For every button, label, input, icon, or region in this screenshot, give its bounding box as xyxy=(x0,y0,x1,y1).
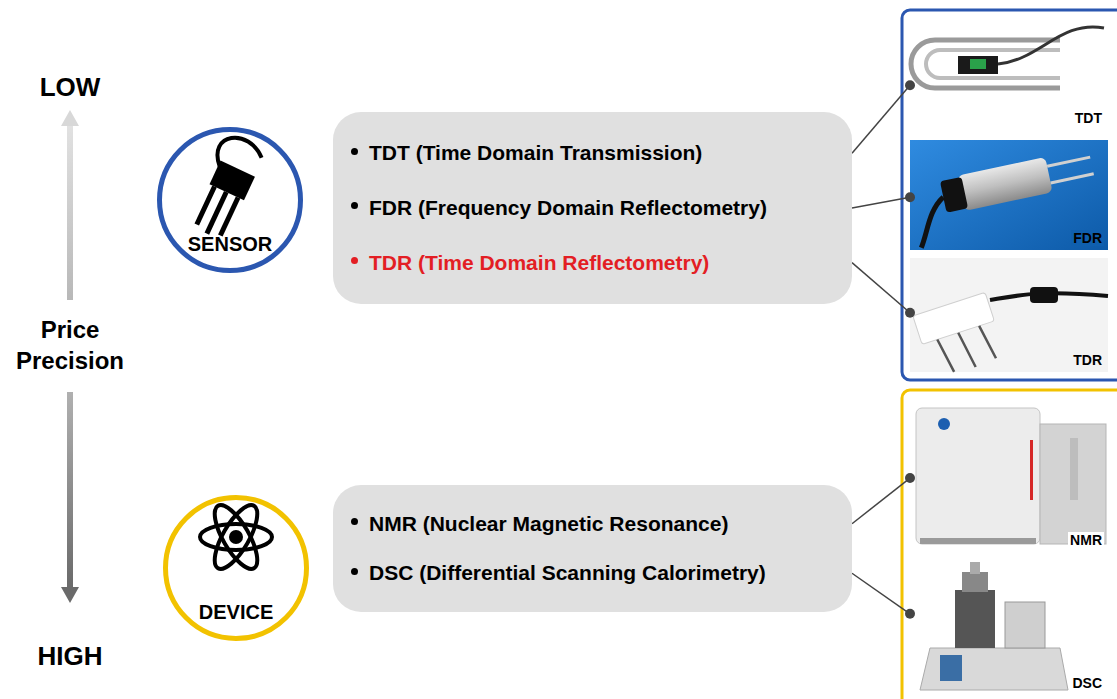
leader-line xyxy=(852,197,910,208)
leader-line xyxy=(852,478,910,524)
leader-dot xyxy=(905,80,915,90)
sensor-icon xyxy=(184,131,268,242)
method-name: DSC (Differential Scanning Calorimetry) xyxy=(369,560,766,586)
dsc-photo xyxy=(910,555,1108,695)
photo-frame: DSC xyxy=(910,555,1108,695)
device-panel xyxy=(902,390,1117,699)
tdr-photo xyxy=(910,258,1108,381)
category-label: DEVICE xyxy=(199,600,273,624)
fdr-photo xyxy=(908,140,1108,250)
method-name: FDR (Frequency Domain Reflectometry) xyxy=(369,195,767,221)
leader-dot xyxy=(905,473,915,483)
bullet-row: FDR (Frequency Domain Reflectometry) xyxy=(351,195,838,221)
photo-frame: FDR xyxy=(910,140,1108,250)
sensor-circle: SENSOR xyxy=(157,127,303,273)
leader-line xyxy=(852,263,910,313)
scale-label: Price Precision xyxy=(5,314,135,376)
bullet-row: TDT (Time Domain Transmission) xyxy=(351,140,838,166)
bullet-dot xyxy=(351,518,358,525)
leader-line xyxy=(852,573,910,614)
category-label: SENSOR xyxy=(188,232,272,256)
leader-dot xyxy=(905,308,915,318)
bullet-dot xyxy=(351,257,358,264)
leader-dot xyxy=(905,192,915,202)
bullet-dot xyxy=(351,568,358,575)
method-name: TDR (Time Domain Reflectometry) xyxy=(369,250,709,276)
photo-frame: NMR xyxy=(910,398,1108,552)
bullet-row: DSC (Differential Scanning Calorimetry) xyxy=(351,560,838,586)
tdt-photo xyxy=(910,18,1108,130)
sensor-panel xyxy=(902,10,1117,380)
leader-group xyxy=(852,573,915,619)
photo-label: TDR xyxy=(1071,352,1104,368)
photo-label: NMR xyxy=(1068,532,1104,548)
scale-label: HIGH xyxy=(15,641,125,672)
method-box: TDT (Time Domain Transmission) FDR (Frequ… xyxy=(333,112,852,304)
leader-group xyxy=(852,263,915,318)
leader-dot xyxy=(905,609,915,619)
method-box: NMR (Nuclear Magnetic Resonance) DSC (Dif… xyxy=(333,485,852,612)
method-name: TDT (Time Domain Transmission) xyxy=(369,140,702,166)
photo-frame: TDR xyxy=(910,258,1108,372)
device-circle: DEVICE xyxy=(163,495,309,641)
bullet-dot xyxy=(351,148,358,155)
bullet-row: NMR (Nuclear Magnetic Resonance) xyxy=(351,511,838,537)
nmr-photo xyxy=(910,398,1108,552)
leader-group xyxy=(852,80,915,153)
photo-label: DSC xyxy=(1070,675,1104,691)
method-name: NMR (Nuclear Magnetic Resonance) xyxy=(369,511,728,537)
photo-frame: TDT xyxy=(910,18,1108,130)
bullet-dot xyxy=(351,202,358,209)
atom-icon xyxy=(200,499,272,574)
scale-label: LOW xyxy=(15,72,125,103)
leader-line xyxy=(852,85,910,153)
leader-group xyxy=(852,192,915,208)
photo-label: TDT xyxy=(1073,110,1104,126)
photo-label: FDR xyxy=(1071,230,1104,246)
bullet-row: TDR (Time Domain Reflectometry) xyxy=(351,250,838,276)
leader-group xyxy=(852,473,915,524)
